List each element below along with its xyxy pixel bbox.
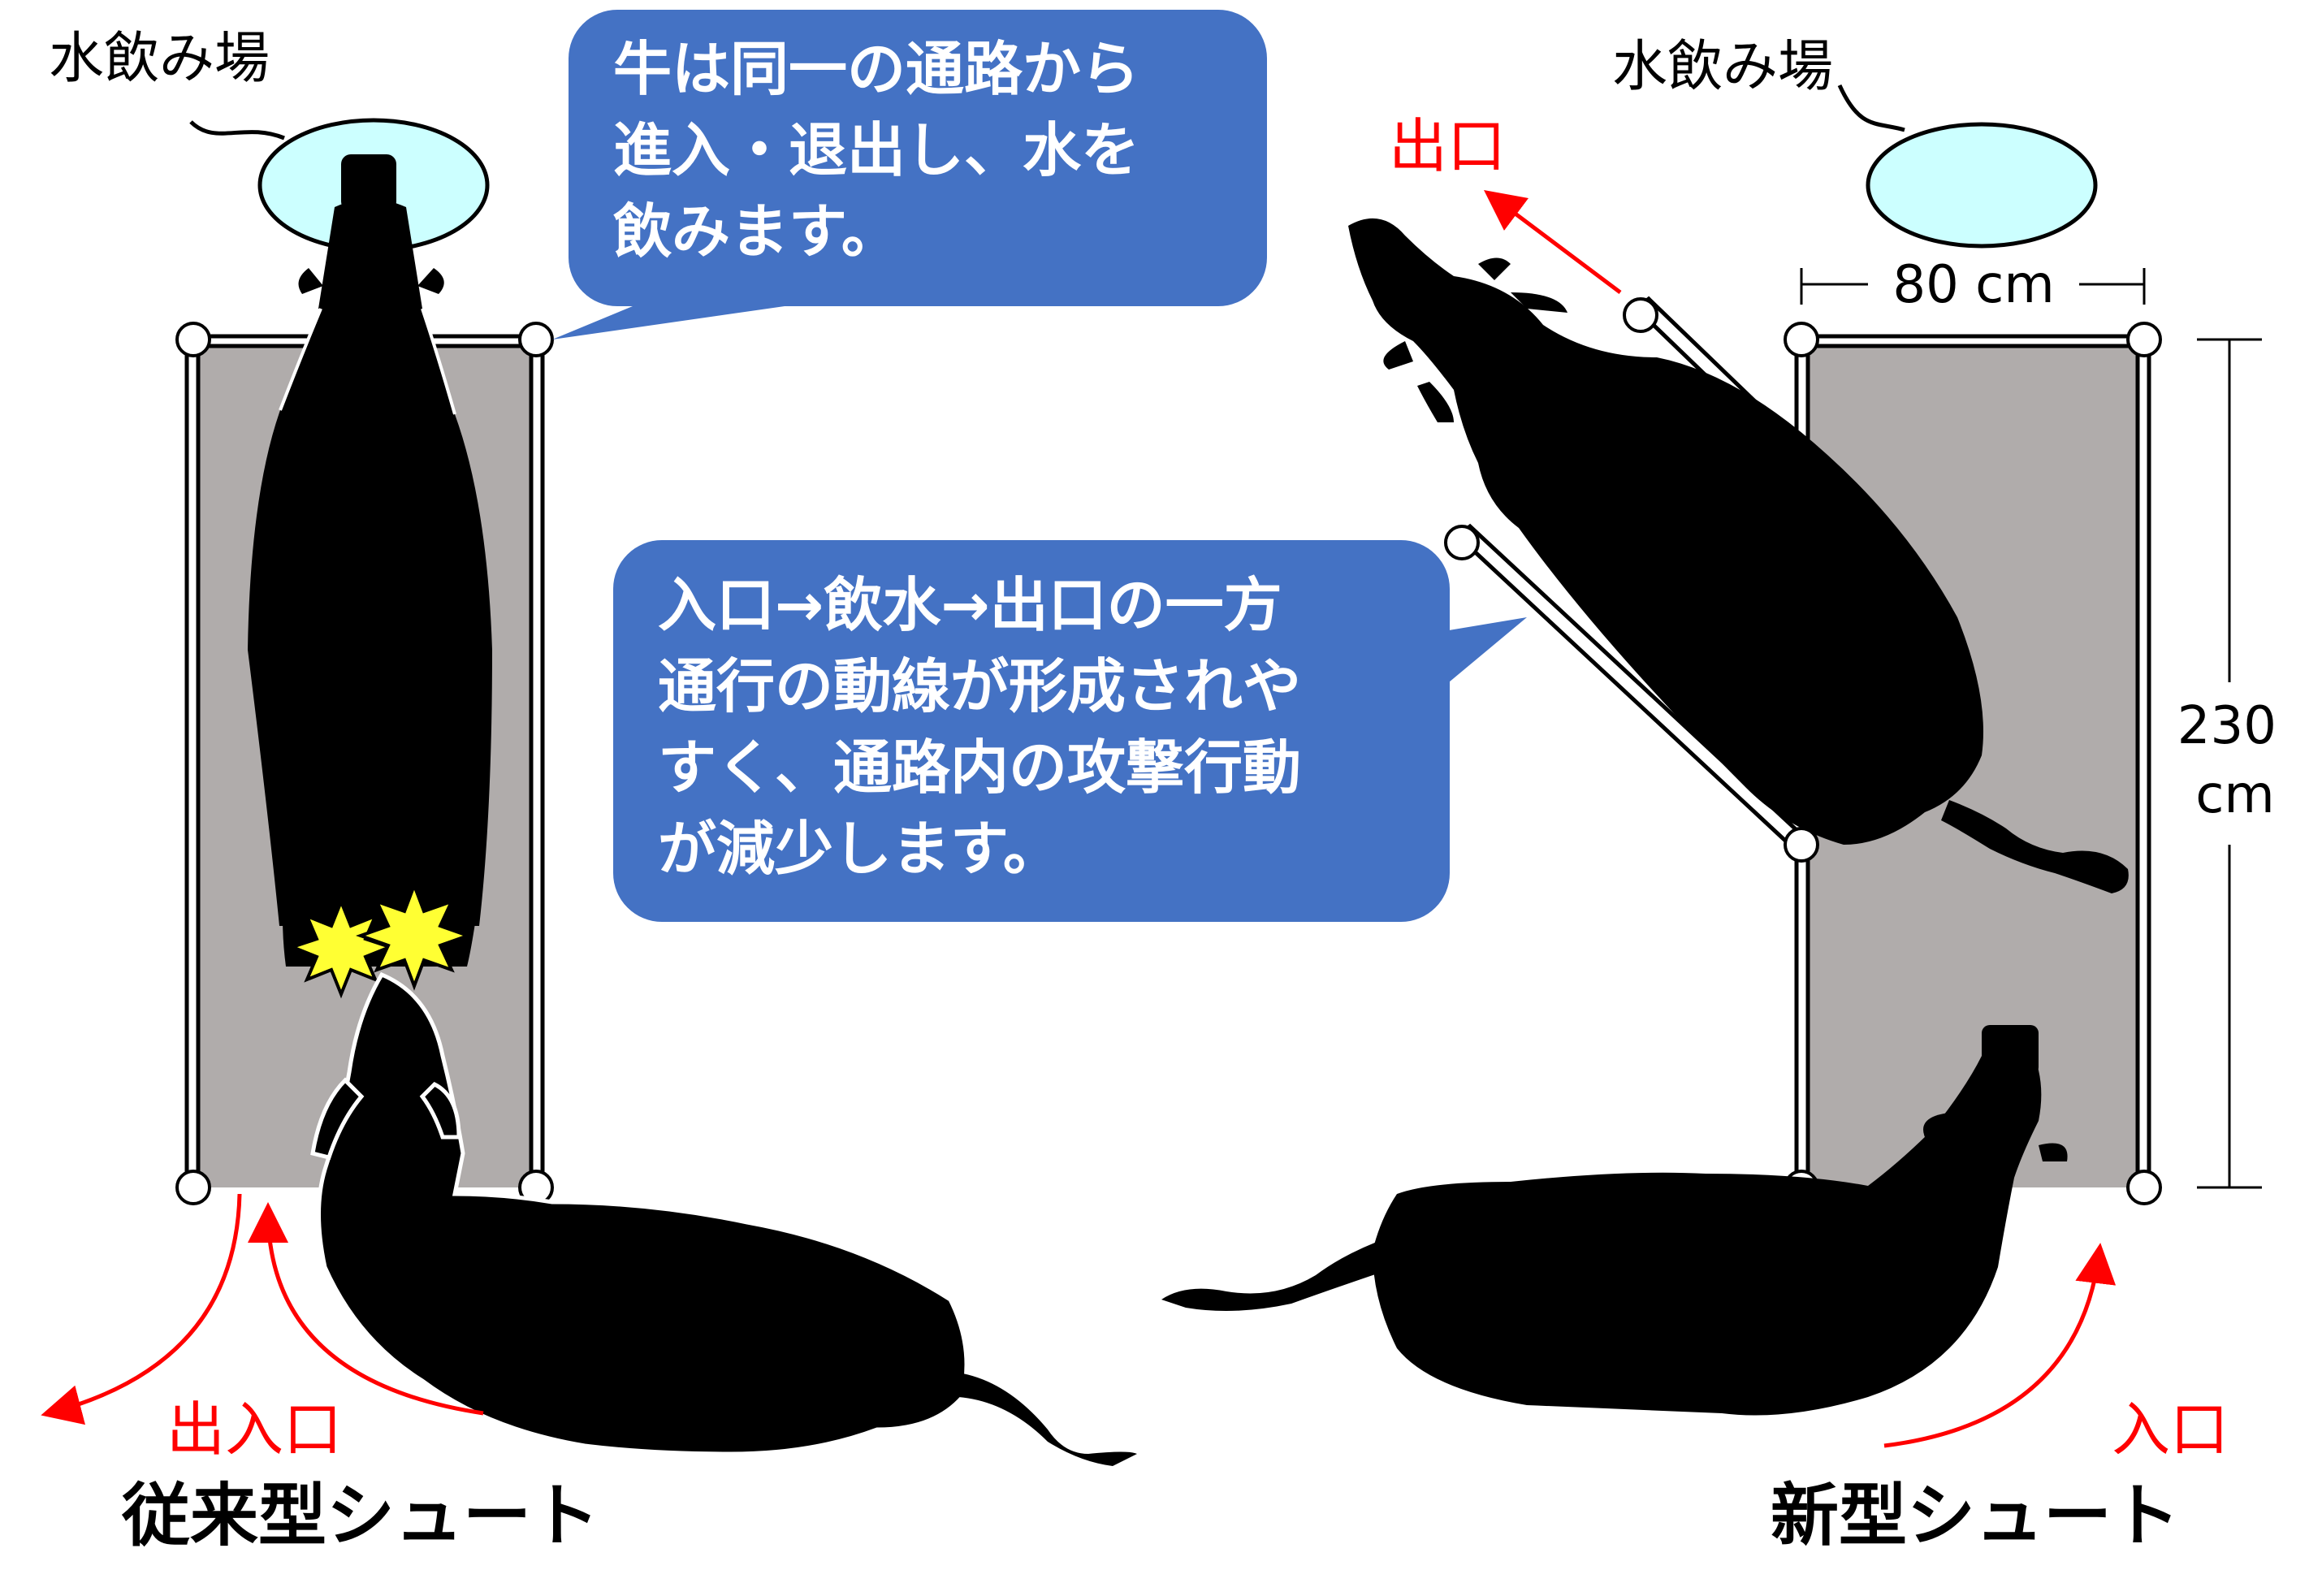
entrance-label: 入口 xyxy=(2112,1395,2229,1464)
bubble-line-3: 飲みます。 xyxy=(613,197,900,266)
clash-icon xyxy=(288,880,473,999)
exit-label: 出口 xyxy=(1389,112,1506,180)
cow-entering-right xyxy=(1161,1025,2068,1416)
water-trough-right xyxy=(1866,122,2098,249)
bubble-text-new: 入口→飲水→出口の一方 通行の動線が形成されや すく、通路内の攻撃行動 が減少し… xyxy=(658,571,1321,883)
entrance-arrow-left xyxy=(248,1202,484,1416)
exit-arrow-left xyxy=(41,1193,242,1425)
dimension-length xyxy=(2197,338,2262,1189)
rail-posts-left xyxy=(175,322,554,1205)
water-pointer-line-left xyxy=(189,120,285,141)
water-label-left: 水飲み場 xyxy=(49,27,270,91)
conventional-chute: 水飲み場 xyxy=(41,27,1137,1555)
bubble-line-new-3: すく、通路内の攻撃行動 xyxy=(658,733,1301,802)
conventional-chute-caption: 従来型シュート xyxy=(121,1476,599,1555)
cow-tail-left xyxy=(958,1373,1137,1466)
cow-in-chute-left xyxy=(248,154,492,967)
bubble-line-new-2: 通行の動線が形成されや xyxy=(658,652,1301,720)
bubble-line-2: 進入・退出し、水を xyxy=(613,116,1139,184)
bubble-line-new-1: 入口→飲水→出口の一方 xyxy=(658,571,1282,639)
speech-bubble-new: 入口→飲水→出口の一方 通行の動線が形成されや すく、通路内の攻撃行動 が減少し… xyxy=(613,540,1527,922)
dimension-width xyxy=(1800,268,2146,305)
new-chute-caption: 新型シュート xyxy=(1771,1476,2180,1555)
cow-in-chute-white-edge-left xyxy=(279,308,456,415)
new-chute: 水飲み場 80 cm xyxy=(1161,35,2294,1555)
water-label-right: 水飲み場 xyxy=(1612,35,1833,99)
bubble-line-1: 牛は同一の通路から xyxy=(613,35,1139,103)
speech-bubble-conventional: 牛は同一の通路から 進入・退出し、水を 飲みます。 xyxy=(552,10,1267,340)
entrance-exit-label: 出入口 xyxy=(166,1395,342,1464)
length-label: 230 cm xyxy=(2177,696,2294,825)
length-value: 230 xyxy=(2177,696,2277,756)
entrance-arrow-right xyxy=(1883,1243,2117,1448)
water-pointer-line-right xyxy=(1837,84,1905,132)
bubble-text-conventional: 牛は同一の通路から 進入・退出し、水を 飲みます。 xyxy=(613,35,1160,266)
width-label: 80 cm xyxy=(1892,255,2054,315)
bubble-tail-2 xyxy=(1429,617,1527,699)
exit-arrow-right xyxy=(1484,190,1622,294)
bubble-line-new-4: が減少します。 xyxy=(658,815,1062,883)
cow-leaving-right xyxy=(1348,218,2129,893)
length-unit: cm xyxy=(2195,765,2275,825)
cow-at-entrance-left xyxy=(317,971,969,1456)
cow-head-left-lower xyxy=(310,1077,461,1160)
